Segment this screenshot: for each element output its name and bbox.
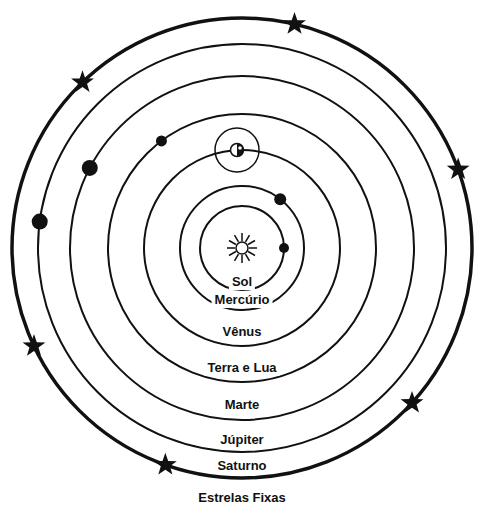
earth-mark <box>238 146 242 150</box>
sun-ray <box>235 254 239 261</box>
fixed-star <box>447 157 470 179</box>
orbit-ring <box>38 44 446 452</box>
earth-shade <box>237 144 244 157</box>
planet-dot <box>32 214 48 230</box>
body-label: Terra e Lua <box>204 360 279 376</box>
sun-ray <box>229 252 236 256</box>
body-label: Saturno <box>214 458 269 474</box>
planet-dot <box>156 135 167 146</box>
moon-orbit <box>215 128 259 172</box>
sun-ray <box>246 235 250 242</box>
body-label: Estrelas Fixas <box>195 490 288 506</box>
sun-ray <box>246 254 250 261</box>
body-label: Júpiter <box>217 432 266 448</box>
orbit-ring <box>70 76 414 420</box>
earth-symbol <box>231 144 244 157</box>
fixed-star <box>23 334 46 356</box>
sun-symbol <box>227 233 257 263</box>
orbit-ring <box>144 150 340 346</box>
orbit-ring <box>180 186 304 310</box>
fixed-star <box>283 12 306 34</box>
sun-ray <box>227 247 235 249</box>
planet-dot <box>279 243 289 253</box>
sun-ray <box>248 252 255 256</box>
fixed-stars-sphere <box>12 18 472 478</box>
planet-dot <box>82 160 98 176</box>
body-label: Sol <box>229 274 255 290</box>
sun-ray <box>248 241 255 245</box>
orbit-ring <box>200 206 284 290</box>
sun-ray <box>249 247 257 249</box>
body-label: Mercúrio <box>212 292 273 308</box>
fixed-star <box>154 453 177 475</box>
sun-ray <box>241 255 243 263</box>
fixed-star <box>401 391 424 413</box>
planet-dot <box>274 193 286 205</box>
body-label: Marte <box>222 397 263 413</box>
body-label: Vênus <box>219 324 264 340</box>
sun-ray <box>229 241 236 245</box>
sun-ray <box>241 233 243 241</box>
orbit-ring <box>108 114 376 382</box>
sun-ray <box>235 235 239 242</box>
sun-disc <box>236 242 248 254</box>
fixed-star <box>71 70 94 92</box>
